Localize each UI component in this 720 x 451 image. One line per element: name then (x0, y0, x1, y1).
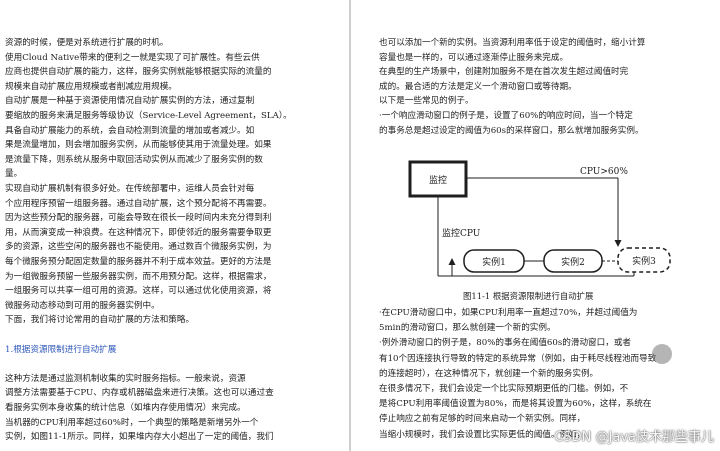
text-line: 微服务动态移动到可用的服务器实例中。 (5, 300, 160, 311)
text-line: 当机器的CPU利用率超过60%时，一个典型的策略是新增另外一个 (5, 417, 259, 428)
figure-caption: 图11-1 根据资源限制进行自动扩展 (463, 291, 594, 301)
text-line: 也可以添加一个新的实例。当资源利用率低于设定的阈值时，缩小计算 (379, 38, 646, 48)
text-line: 量。 (5, 169, 23, 180)
text-line: 5min的滑动窗口，那么就创建一个新的实例。 (379, 323, 556, 334)
text-line: ·例外滑动窗口的例子是，80%的事务在阈值60s的滑动窗口，或者 (379, 338, 632, 349)
text-line: 要缩放的服务来满足服务等级协议（Service-Level Agreement，… (5, 111, 292, 121)
section-heading: 1.根据资源限制进行自动扩展 (5, 344, 117, 355)
text-line: 容量也是一样的，可以通过逐渐停止服务来完成。 (379, 52, 569, 63)
text-line: 一组服务可以共享一组可用的资源。这样，可以通过优化使用资源，将 (5, 286, 272, 297)
text-line: 的事务总是超过设定的阈值为60s的采样窗口，那么就增加服务实例。 (379, 125, 644, 136)
text-line: 用，从而演变成一种浪费。在这种情况下，即使邻近的服务需要争取更 (5, 227, 272, 238)
monitor-cpu-label: 监控CPU (442, 227, 481, 239)
text-line: 规模来自动扩展应用规模或者削减应用规模。 (5, 81, 177, 92)
text-line: 下面，我们将讨论常用的自动扩展的方法和策略。 (5, 315, 195, 326)
text-line: 实现自动扩展机制有很多好处。在传统部署中，运维人员会针对每 (5, 184, 255, 194)
instance-2-label: 实例2 (561, 256, 585, 268)
text-line: 以下是一些常见的例子。 (379, 96, 474, 107)
instance-3-label: 实例3 (632, 255, 656, 267)
instance-3-box (617, 247, 671, 273)
text-line: 这种方法是通过监测机制收集的实时服务指标。一般来说，资源 (5, 373, 246, 384)
text-line: 应商也提供自动扩展的能力，这样，服务实例就能够根据实际的流量的 (5, 67, 272, 78)
text-line: 自动扩展是一种基于资源使用情况自动扩展实例的方法，通过复制 (5, 96, 255, 107)
page-gutter (349, 0, 351, 451)
text-line: 的连接超时），在这种情况下，就创建一个新的服务实例。 (379, 368, 599, 379)
text-line: 看服务实例本身收集的统计信息（如堆内存使用情况）来完成。 (5, 403, 246, 413)
text-line: 有10个因连接执行导致的特定的系统异常（例如，由于耗尽线程池而导致 (379, 353, 657, 364)
text-line: 果是流量增加，则会增加服务实例，从而能够使其用于流量处理。如果 (5, 140, 272, 151)
instance-1-label: 实例1 (482, 256, 506, 268)
monitor-label: 监控 (429, 174, 447, 186)
text-line: 停止响应之前有足够的时间来启动一个新实例。同样， (379, 414, 586, 425)
text-line: 每个微服务预分配固定数量的服务器并不利于成本效益。更好的方法是 (5, 257, 272, 267)
text-line: 实例，如图11-1所示。同样，如果堆内存大小超出了一定的阈值，我们 (5, 432, 274, 443)
text-line: 具备自动扩展能力的系统，会自动检测到流量的增加或者减少。如 (5, 125, 255, 136)
text-line: ·一个响应滑动窗口的例子是，设置了60%的响应时间，当一个特定 (379, 111, 633, 121)
text-line: 为一组微服务预留一些服务器实例，而不用预分配。这样，根据需求， (5, 271, 272, 282)
text-line: 是流量下降，则系统从服务中取回活动实例从而减少了服务实例的数 (5, 154, 263, 165)
text-line: 因为这些预分配的服务器，可能会导致在很长一段时间内未充分得到利 (5, 213, 272, 224)
text-line: 调整方法需要基于CPU、内存或机器磁盘来进行决策。这也可以通过查 (5, 388, 274, 399)
text-line: 多的资源，这些空闲的服务器也不能使用。通过数百个微服务实例，为 (5, 242, 272, 253)
autoscale-diagram: 监控 CPU>60% 监控CPU 实例1 实例2 实例3 (408, 160, 671, 277)
text-line: 个应用程序预留一组服务器。通过自动扩展，这个预分配将不再需要。 (5, 198, 272, 209)
scroll-indicator[interactable] (652, 344, 672, 364)
text-line: 使用Cloud Native带来的便利之一就是实现了可扩展性。有些云供 (5, 52, 260, 63)
text-line: ·在CPU滑动窗口中，如果CPU利用率一直超过70%，并超过阈值为 (379, 308, 638, 318)
text-line: 在很多情况下，我们会设定一个比实际预期更低的门槛。例如，不 (379, 384, 629, 394)
left-page: 资源的时候，便是对系统进行扩展的时机。 使用Cloud Native带来的便利之… (0, 0, 349, 451)
cpu-threshold-label: CPU>60% (580, 167, 628, 177)
text-line: 是将CPU利用率阈值设置为80%，而是将其设置为60%，这样，系统在 (379, 399, 652, 410)
text-line: 资源的时候，便是对系统进行扩展的时机。 (5, 38, 169, 48)
text-line: 当缩小规模时，我们会设置比实际更低的阈值。例如， (379, 429, 586, 440)
watermark: CSDN @Java技术那些事儿 (554, 430, 714, 445)
text-line: 在典型的生产场景中，创建附加服务不是在首次发生超过阈值时完 (379, 67, 629, 78)
right-page: 也可以添加一个新的实例。当资源利用率低于设定的阈值时，缩小计算容量也是一样的，可… (351, 0, 720, 451)
text-line: 成的。最合适的方法是定义一个滑动窗口或等待期。 (379, 81, 577, 92)
